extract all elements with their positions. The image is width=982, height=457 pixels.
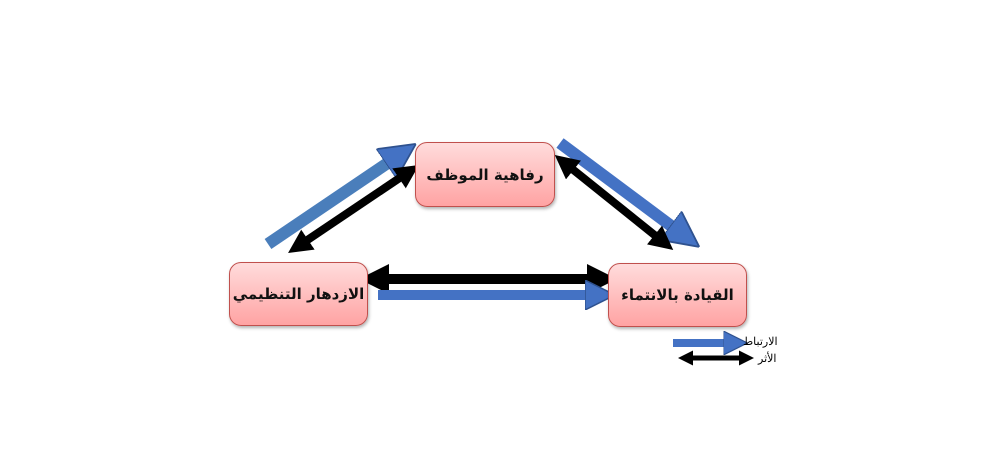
node-inclusive-leadership: القيادة بالانتماء xyxy=(608,263,747,327)
effect-arrow-top-right xyxy=(554,154,674,251)
node-employee-wellbeing: رفاهية الموظف xyxy=(415,142,555,207)
correlation-arrow-top-right xyxy=(556,138,682,234)
correlation-arrow-left-top xyxy=(264,156,398,249)
effect-arrow-left-top xyxy=(288,164,419,254)
legend-correlation-label: الارتباط xyxy=(743,336,778,348)
legend-effect-label: الأثر xyxy=(758,353,777,365)
node-organizational-flourishing: الازدهار التنظيمي xyxy=(229,262,368,326)
